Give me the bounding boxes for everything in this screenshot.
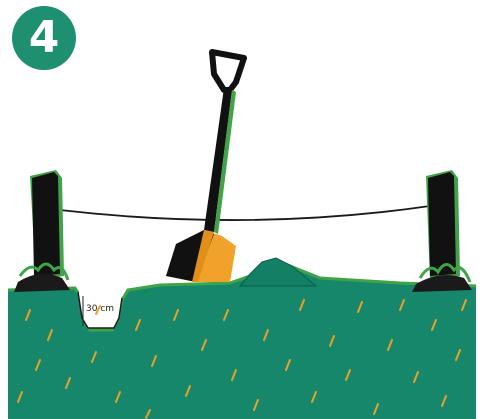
step-number-badge: 4 <box>12 6 76 70</box>
string-line-icon <box>60 206 430 220</box>
trench-depth-label: 30 cm <box>86 304 114 314</box>
fence-post-right-icon <box>412 170 472 292</box>
fence-post-left-icon <box>14 170 70 292</box>
spade-icon <box>166 52 244 282</box>
